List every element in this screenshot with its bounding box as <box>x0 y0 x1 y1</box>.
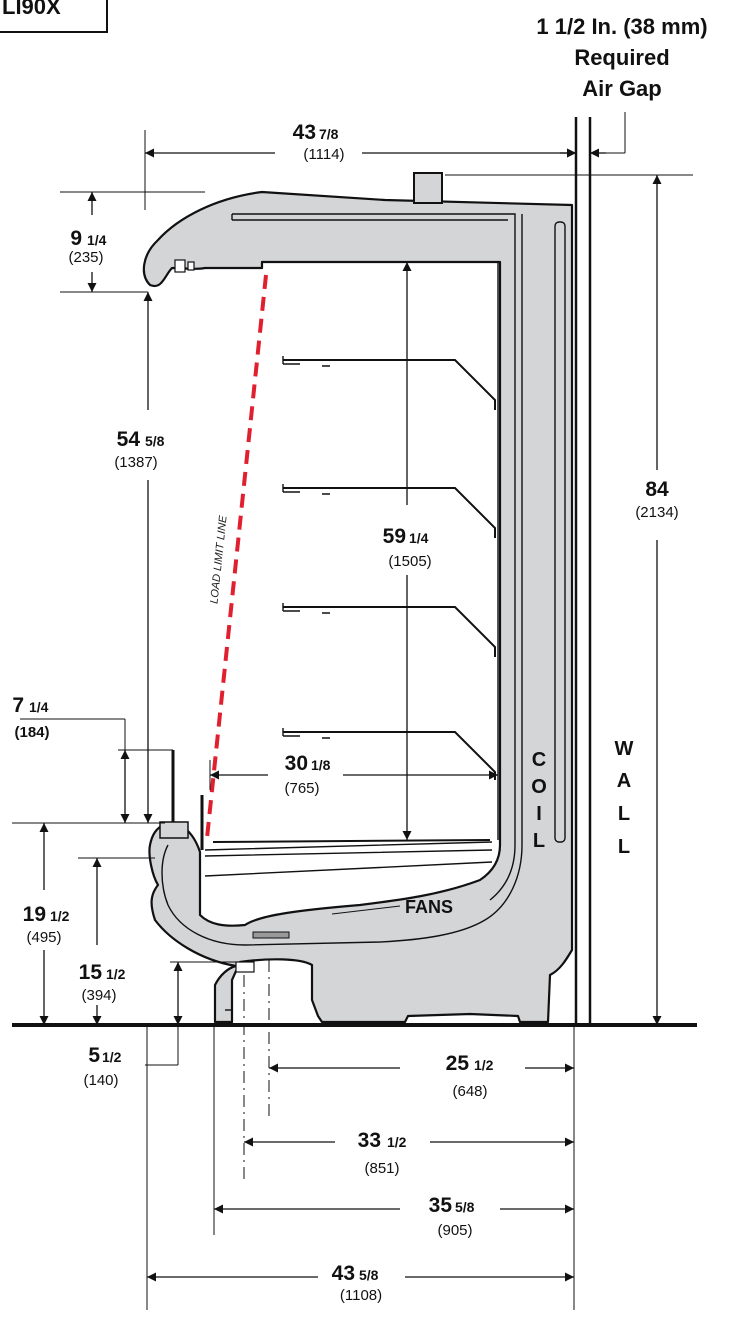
dim-front-height-2-frac: 1/2 <box>106 966 126 982</box>
dim-opening-height-mm: (1387) <box>114 454 157 471</box>
dim-toe-height-frac: 1/2 <box>102 1049 122 1065</box>
coil-letter-2: O <box>531 776 547 798</box>
air-gap-note: 1 1/2 In. (38 mm) Required Air Gap <box>536 14 707 101</box>
dim-interior-height: 59 1/4 (1505) <box>383 262 432 840</box>
dim-depth-bottom-mm: (1108) <box>340 1287 382 1304</box>
deck-shelf <box>212 839 491 843</box>
shelf-3 <box>282 603 496 657</box>
wall-letter-3: L <box>618 803 630 825</box>
air-gap-line2: Required <box>574 45 669 70</box>
dim-canopy-height-mm: (235) <box>68 249 103 266</box>
dim-shelf-depth: 30 1/8 (765) <box>209 752 498 797</box>
shelf-2 <box>282 484 496 538</box>
dim-interior-height-frac: 1/4 <box>409 530 429 546</box>
coil-letter-1: C <box>532 749 546 771</box>
dim-depth-2-frac: 1/2 <box>387 1134 407 1150</box>
dim-depth-top-mm: (1114) <box>303 146 344 163</box>
dim-depth-2-whole: 33 <box>358 1129 381 1152</box>
dim-shelf-depth-mm: (765) <box>284 780 319 797</box>
dim-opening-height-whole: 54 <box>117 428 141 451</box>
refrigerated-case <box>142 172 574 1024</box>
air-gap-dimension <box>560 112 626 158</box>
dim-depth-top-whole: 43 <box>293 121 316 144</box>
dim-opening-height-frac: 5/8 <box>145 433 165 449</box>
dim-depth-3-whole: 35 <box>429 1194 453 1217</box>
dim-front-height-1-whole: 19 <box>23 903 46 926</box>
dim-depth-1-mm: (648) <box>452 1083 487 1100</box>
dim-front-height-2-whole: 15 <box>79 961 103 984</box>
wall-letter-4: L <box>618 836 630 858</box>
dim-depth-1-whole: 25 <box>446 1052 470 1075</box>
bottom-extension-lines <box>146 960 575 1310</box>
load-limit-label: LOAD LIMIT LINE <box>208 514 229 604</box>
dim-front-guard: 7 1/4 (184) <box>12 694 173 823</box>
dim-overall-height-whole: 84 <box>645 478 669 501</box>
fans-leader <box>331 905 401 915</box>
dim-interior-height-whole: 59 <box>383 525 406 548</box>
dim-front-height-2: 15 1/2 (394) <box>78 857 155 1025</box>
dim-canopy-height-whole: 9 <box>70 227 82 250</box>
dim-front-height-1-frac: 1/2 <box>50 908 70 924</box>
dim-depth-top: 43 7/8 (1114) <box>144 121 576 210</box>
dim-front-guard-whole: 7 <box>12 694 24 717</box>
dim-front-height-1-mm: (495) <box>26 929 61 946</box>
dim-shelf-depth-frac: 1/8 <box>311 757 331 773</box>
dim-depth-3-mm: (905) <box>437 1222 472 1239</box>
shelf-1 <box>282 356 496 410</box>
dim-front-height-1: 19 1/2 (495) <box>12 822 165 1025</box>
dim-opening-height: 54 5/8 (1387) <box>114 292 165 823</box>
dim-depth-2-mm: (851) <box>364 1160 399 1177</box>
fans-label: FANS <box>405 897 453 917</box>
dim-depth-3-frac: 5/8 <box>455 1199 475 1215</box>
dim-depth-bottom-frac: 5/8 <box>359 1267 379 1283</box>
dim-depth-bottom-whole: 43 <box>332 1262 355 1285</box>
dim-canopy-height-frac: 1/4 <box>87 232 107 248</box>
model-label: LI90X <box>2 0 61 19</box>
shelves <box>212 356 496 843</box>
dim-interior-height-mm: (1505) <box>388 553 431 570</box>
load-limit-line <box>205 274 268 839</box>
dim-toe-height-mm: (140) <box>83 1072 118 1089</box>
air-gap-line1: 1 1/2 In. (38 mm) <box>536 14 707 39</box>
dim-front-height-2-mm: (394) <box>81 987 116 1004</box>
wall-letter-1: W <box>615 738 634 760</box>
coil-letter-3: I <box>536 803 542 825</box>
dim-depth-1: 25 1/2 (648) <box>269 1052 574 1100</box>
dim-front-guard-frac: 1/4 <box>29 699 49 715</box>
coil-label: C O I L <box>531 749 547 852</box>
wall-letter-2: A <box>617 770 631 792</box>
dim-toe-height: 5 1/2 (140) <box>83 961 236 1089</box>
model-label-box: LI90X <box>0 0 108 33</box>
dim-front-guard-mm: (184) <box>14 724 49 741</box>
dim-depth-2: 33 1/2 (851) <box>244 1129 574 1177</box>
dim-depth-3: 35 5/8 (905) <box>214 1194 574 1239</box>
dim-overall-height-mm: (2134) <box>635 504 678 521</box>
dim-overall-height: 84 (2134) <box>445 174 693 1025</box>
wall <box>574 117 592 1025</box>
dim-toe-height-whole: 5 <box>88 1044 100 1067</box>
air-gap-line3: Air Gap <box>582 76 661 101</box>
wall-label: W A L L <box>615 738 634 858</box>
dim-depth-bottom: 43 5/8 (1108) <box>147 1262 574 1304</box>
coil-letter-4: L <box>533 830 545 852</box>
dim-shelf-depth-whole: 30 <box>285 752 308 775</box>
dim-canopy-height: 9 1/4 (235) <box>60 191 205 293</box>
dim-depth-1-frac: 1/2 <box>474 1057 494 1073</box>
dim-depth-top-frac: 7/8 <box>319 126 339 142</box>
